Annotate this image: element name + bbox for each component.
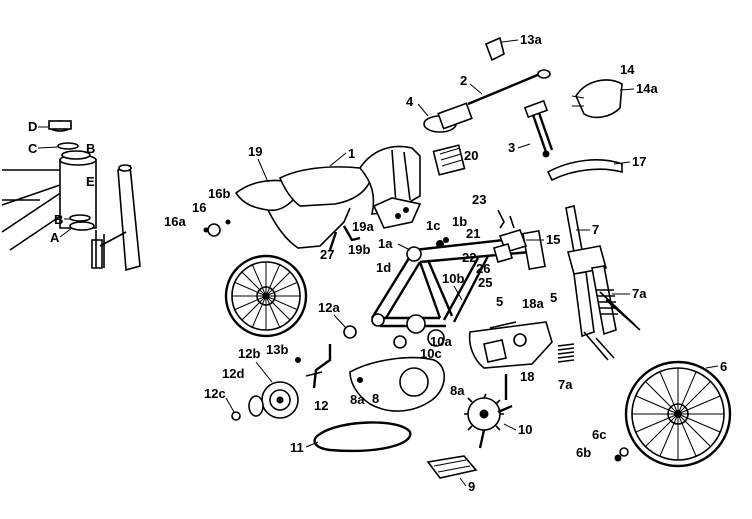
chain-11 <box>313 421 412 453</box>
label-2: 2 <box>460 73 467 88</box>
headlight-14 <box>575 79 623 119</box>
label-6c: 6c <box>592 427 606 442</box>
label-16a: 16a <box>164 214 186 229</box>
label-19a: 19a <box>352 219 374 234</box>
bracket-12 <box>295 325 357 389</box>
label-13a: 13a <box>520 32 542 47</box>
small-parts <box>203 219 629 462</box>
label-A: A <box>50 230 60 245</box>
label-8a-left: 8a <box>350 392 365 407</box>
label-23: 23 <box>472 192 486 207</box>
label-22: 22 <box>462 250 476 265</box>
label-D: D <box>28 119 37 134</box>
label-6: 6 <box>720 359 727 374</box>
rear-sprocket-12b <box>231 381 299 421</box>
clamp-13a <box>484 36 505 62</box>
label-17: 17 <box>632 154 646 169</box>
label-1d: 1d <box>376 260 391 275</box>
pedal-9 <box>426 455 478 479</box>
label-18a: 18a <box>522 296 544 311</box>
crank-10 <box>464 374 513 449</box>
tank-20 <box>432 144 466 176</box>
label-21: 21 <box>466 226 480 241</box>
ring-B-bottom <box>69 214 91 222</box>
frame-hardware <box>393 209 515 349</box>
ring-B-top <box>61 150 91 160</box>
rear-wheel <box>224 254 308 338</box>
label-1c: 1c <box>426 218 440 233</box>
label-7a-top: 7a <box>632 286 647 301</box>
label-10c: 10c <box>420 346 442 361</box>
label-26: 26 <box>476 261 490 276</box>
seat <box>278 166 373 207</box>
label-4: 4 <box>406 94 414 109</box>
label-18: 18 <box>520 369 534 384</box>
label-B-bottom: B <box>54 212 63 227</box>
label-10b: 10b <box>442 271 464 286</box>
front-fork <box>565 205 641 361</box>
body-shell <box>234 145 422 251</box>
label-12c: 12c <box>204 386 226 401</box>
spring-7a <box>557 343 575 363</box>
label-10: 10 <box>518 422 532 437</box>
label-16: 16 <box>192 200 206 215</box>
label-27: 27 <box>320 247 334 262</box>
headset-detail <box>1 120 141 272</box>
label-12d: 12d <box>222 366 244 381</box>
label-10a: 10a <box>430 334 452 349</box>
label-3: 3 <box>508 140 515 155</box>
label-9: 9 <box>468 479 475 494</box>
ring-C <box>57 142 79 150</box>
engine-cover <box>468 321 553 369</box>
label-12: 12 <box>314 398 328 413</box>
ring-A <box>69 221 95 231</box>
label-20: 20 <box>464 148 478 163</box>
label-16b: 16b <box>208 186 230 201</box>
steering-parts <box>423 36 623 182</box>
label-1b: 1b <box>452 214 467 229</box>
part-labels: 19 1 19a 27 19b 1a 1c 1b 1d 10b 25 26 22… <box>164 32 727 494</box>
label-12b: 12b <box>238 346 260 361</box>
label-15: 15 <box>546 232 560 247</box>
chain-guard <box>349 356 446 412</box>
label-B-top: B <box>86 141 95 156</box>
nut-10c <box>393 335 407 349</box>
label-C: C <box>28 141 38 156</box>
label-8a-right: 8a <box>450 383 465 398</box>
bracket-19a <box>372 197 422 229</box>
headset-labels: D C B E B A <box>28 119 95 245</box>
nut-10a <box>427 329 445 347</box>
label-13b: 13b <box>266 342 288 357</box>
label-19b: 19b <box>348 242 370 257</box>
label-5-left: 5 <box>496 294 503 309</box>
label-8: 8 <box>372 391 379 406</box>
label-14: 14 <box>620 62 635 77</box>
label-14a: 14a <box>636 81 658 96</box>
label-6b: 6b <box>576 445 591 460</box>
label-7: 7 <box>592 222 599 237</box>
front-wheel <box>624 360 732 468</box>
label-19: 19 <box>248 144 262 159</box>
label-7a-bottom: 7a <box>558 377 573 392</box>
label-25: 25 <box>478 275 492 290</box>
label-1: 1 <box>348 146 355 161</box>
label-12a: 12a <box>318 300 340 315</box>
label-11: 11 <box>290 440 304 455</box>
label-E: E <box>86 174 95 189</box>
fender-17 <box>546 159 623 182</box>
label-5-right: 5 <box>550 290 557 305</box>
label-1a: 1a <box>378 236 393 251</box>
